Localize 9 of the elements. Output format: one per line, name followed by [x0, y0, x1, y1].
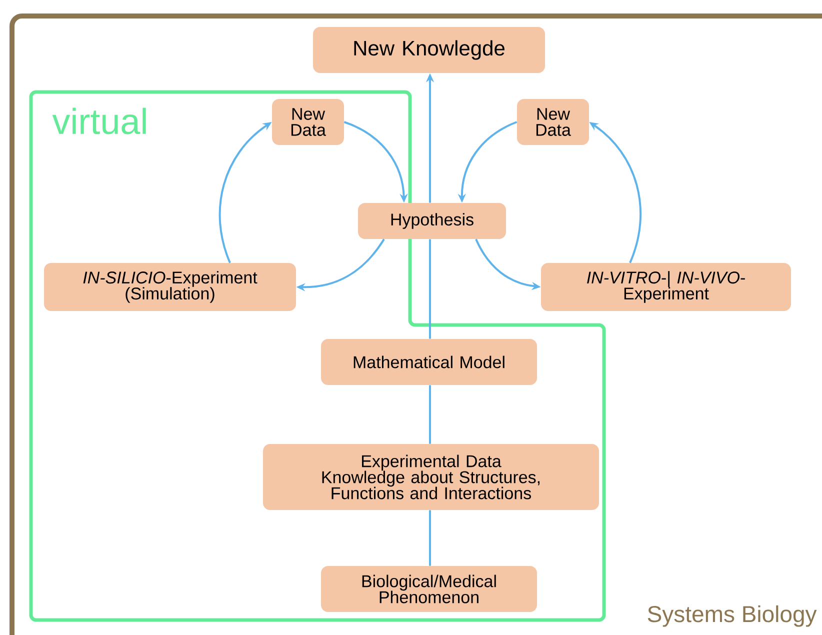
process-box: IN-SILICIO-Experiment (Simulation)	[44, 263, 296, 311]
process-box: Biological/Medical Phenomenon	[321, 566, 537, 612]
process-box: Mathematical Model	[321, 339, 537, 385]
process-box: New Data	[517, 99, 589, 145]
process-box: Experimental Data Knowledge about Structures, Functions and Interactions	[263, 444, 599, 510]
process-box: IN-VITRO-| IN-VIVO- Experiment	[541, 263, 791, 311]
process-box: New Data	[272, 99, 344, 145]
process-box: New Knowlegde	[313, 27, 545, 73]
process-box: Hypothesis	[358, 203, 506, 239]
